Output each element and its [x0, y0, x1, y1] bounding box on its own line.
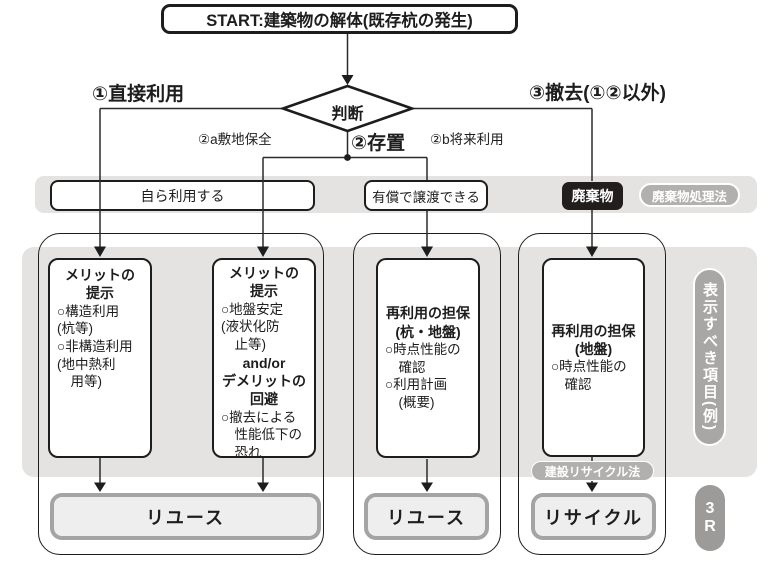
self-use-label: 自ら利用する	[140, 187, 225, 204]
box-text-line: (地盤)	[574, 340, 613, 357]
waste-law-badge: 廃棄物処理法	[639, 183, 740, 207]
waste-node: 廃棄物	[562, 182, 623, 210]
box-text-line: ○地盤安定	[221, 301, 284, 317]
start-node-label: START:建築物の解体(既存杭の発生)	[206, 12, 473, 30]
box-text-line: 性能低下の	[221, 427, 302, 443]
display-items-vertical-badge: 表示すべき項目(例)	[693, 268, 726, 446]
box-text-line: ○撤去による	[221, 409, 297, 425]
outcome-reuse-mid: リユース	[364, 493, 489, 540]
box-text-line: 提示	[86, 285, 114, 302]
box-text-line: 再利用の担保	[551, 322, 636, 339]
box-text-line: ○構造利用	[57, 303, 120, 319]
box-text-line: (概要)	[385, 395, 435, 410]
outcome-reuse-left-label: リユース	[145, 507, 226, 528]
paid-transfer-label: 有償で譲渡できる	[372, 189, 480, 205]
box-text-line: メリットの	[229, 265, 299, 281]
decision-label: 判断	[331, 106, 364, 123]
three-r-line-2: R	[704, 518, 716, 535]
branch-label-direct-use: ①直接利用	[92, 84, 185, 105]
box-text-line: 再利用の担保	[386, 305, 470, 322]
box-text-line: (液状化防	[221, 319, 280, 335]
box-text-line: 用等)	[57, 374, 102, 390]
outcome-recycle-label: リサイクル	[543, 507, 644, 528]
box-text-line: ○時点性能の	[385, 341, 461, 357]
box-text-line: ○時点性能の	[551, 359, 627, 375]
box-text-line: (地中熱利	[57, 356, 116, 372]
construction-recycle-law-label: 建設リサイクル法	[544, 464, 641, 479]
three-r-line-1: 3	[705, 499, 715, 517]
box-text-line: ○非構造利用	[57, 339, 133, 354]
box-text-line: 確認	[551, 376, 592, 392]
paid-transfer-node: 有償で譲渡できる	[364, 180, 488, 211]
box-text-line: ○利用計画	[385, 377, 448, 393]
branch-label-leave-in-place: ②存置	[351, 133, 406, 154]
outcome-recycle: リサイクル	[531, 493, 656, 540]
merit-box-ground: メリットの提示○地盤安定 (液状化防 止等) and/or デメリットの回避○撤去によ…	[212, 258, 316, 460]
construction-recycle-law-badge: 建設リサイクル法	[531, 461, 654, 481]
outcome-reuse-mid-label: リユース	[386, 507, 467, 528]
display-items-vertical-label: 表示すべき項目(例)	[701, 282, 718, 432]
box-text-line: メリットの	[65, 267, 135, 283]
reuse-guarantee-box-pile-ground: 再利用の担保(杭・地盤)○時点性能の 確認 ○利用計画 (概要)	[376, 258, 480, 458]
waste-label: 廃棄物	[571, 188, 614, 204]
column-container-direct-use	[38, 233, 324, 555]
box-text-line: 確認	[385, 359, 426, 375]
reuse-guarantee-box-ground: 再利用の担保(地盤) ○時点性能の 確認	[542, 258, 645, 457]
outcome-reuse-left: リユース	[50, 493, 321, 540]
box-text-line: 恐れ	[221, 445, 262, 460]
branch-label-site-preservation: ②a敷地保全	[198, 132, 272, 147]
merit-box-structural: メリットの提示○構造利用 (杭等) ○非構造利用 (地中熱利 用等)	[48, 258, 152, 458]
box-text-line: 提示	[250, 283, 278, 300]
box-text-line: (杭等)	[57, 321, 93, 337]
box-text-line: デメリットの	[222, 373, 306, 389]
box-text-line: 止等)	[221, 337, 266, 352]
branch-label-removal: ③撤去(①②以外)	[529, 83, 666, 104]
three-r-badge: 3 R	[695, 485, 725, 551]
box-text-line: 回避	[250, 391, 278, 408]
self-use-node: 自ら利用する	[50, 180, 315, 211]
branch-label-future-use: ②b将来利用	[430, 132, 504, 147]
box-text-line: (杭・地盤)	[395, 323, 461, 340]
start-node: START:建築物の解体(既存杭の発生)	[161, 4, 518, 34]
waste-law-label: 廃棄物処理法	[651, 189, 727, 204]
box-text-line: and/or	[242, 354, 286, 371]
